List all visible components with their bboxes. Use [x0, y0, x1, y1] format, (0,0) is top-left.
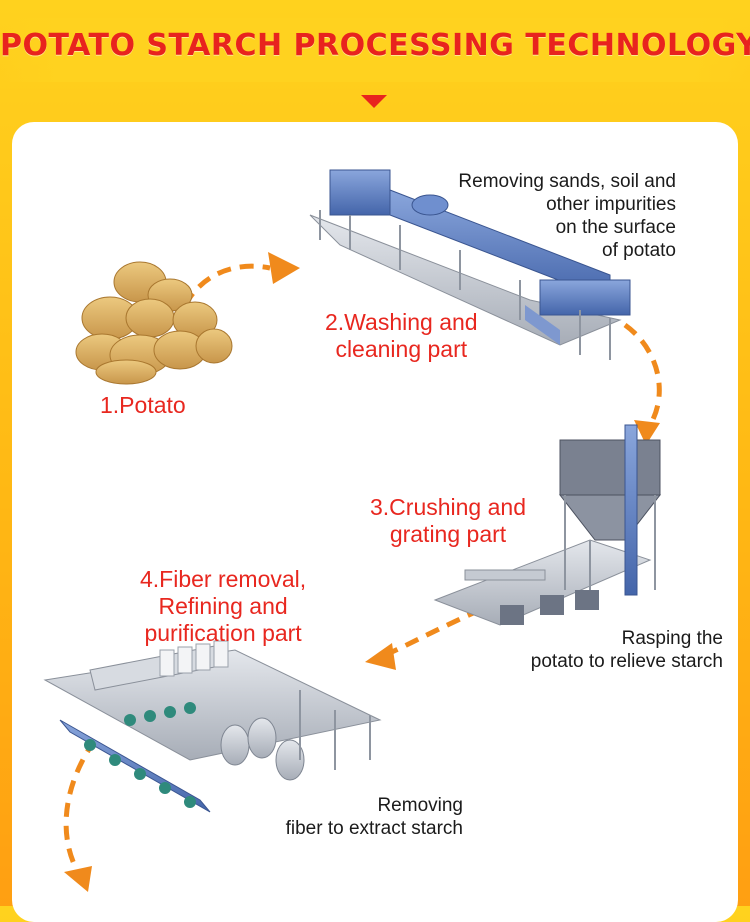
flow-arrow-1 [182, 263, 271, 307]
crushing-equipment-image [433, 424, 662, 626]
fiber-removal-line-image [43, 640, 382, 813]
washing-machine-image [309, 169, 631, 360]
flow-arrow-2 [623, 322, 662, 427]
step-label-potato: 1.Potato [100, 392, 186, 418]
flow-arrowhead-2 [634, 420, 660, 445]
title-banner [0, 18, 750, 82]
flow-arrowhead-4 [64, 866, 92, 892]
flow-arrowhead-1 [268, 252, 300, 284]
page-title: POTATO STARCH PROCESSING TECHNOLOGY [0, 28, 750, 63]
potato-pile-image [75, 261, 233, 385]
flow-arrowhead-3 [365, 643, 396, 670]
flow-arrow-4 [63, 738, 98, 874]
title-down-marker [361, 95, 387, 108]
